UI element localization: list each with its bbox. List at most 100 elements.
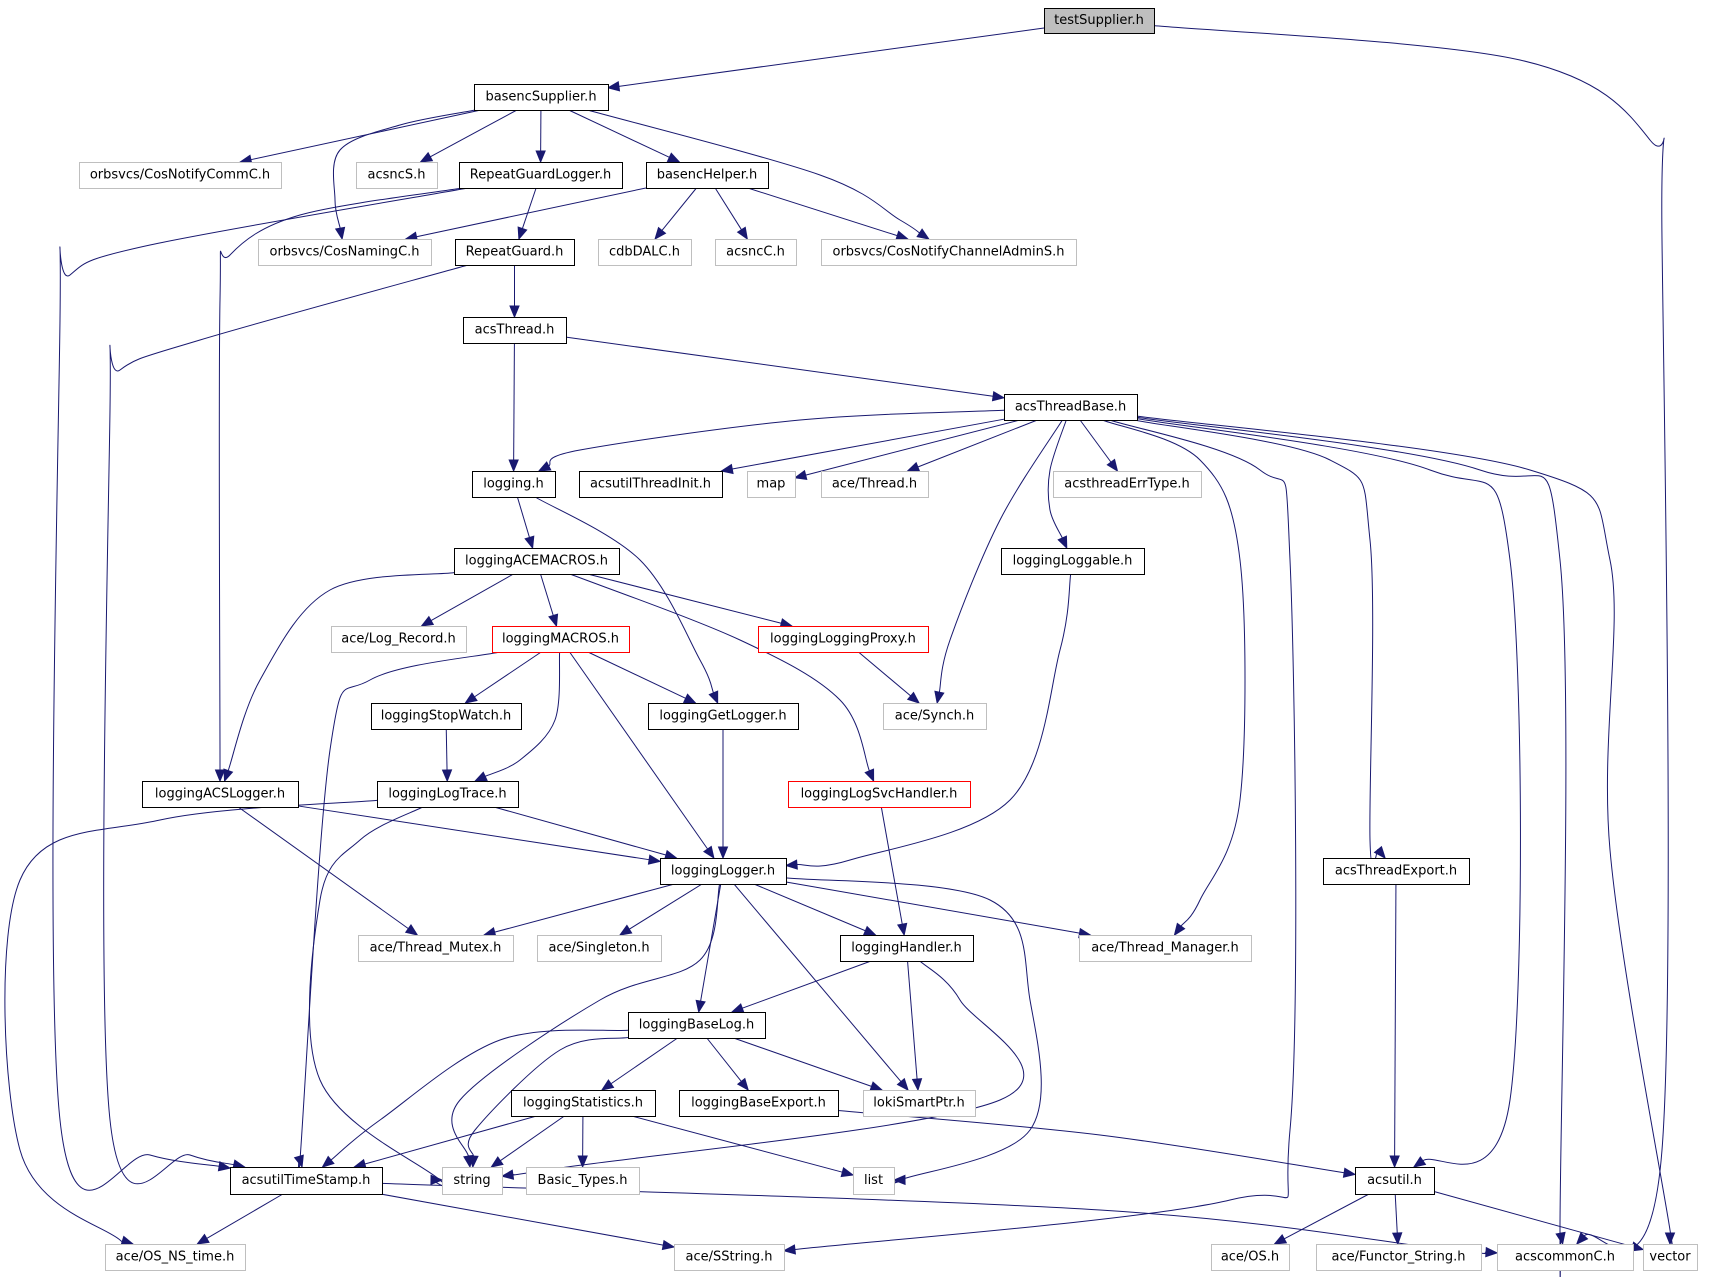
node-CosNotifyCommC[interactable]: orbsvcs/CosNotifyCommC.h: [79, 162, 282, 189]
node-aceSingleton[interactable]: ace/Singleton.h: [537, 935, 662, 962]
node-cdbDALC[interactable]: cdbDALC.h: [598, 239, 692, 266]
node-box[interactable]: [674, 1244, 785, 1271]
node-loggingLogTrace[interactable]: loggingLogTrace.h: [377, 781, 519, 808]
node-loggingGetLogger[interactable]: loggingGetLogger.h: [648, 703, 799, 730]
node-loggingStopWatch[interactable]: loggingStopWatch.h: [371, 703, 522, 730]
node-box[interactable]: [142, 781, 299, 808]
node-CosNotifyChannelAdminS[interactable]: orbsvcs/CosNotifyChannelAdminS.h: [821, 239, 1077, 266]
node-box[interactable]: [526, 1167, 640, 1195]
node-box[interactable]: [454, 548, 620, 575]
node-box[interactable]: [472, 471, 556, 498]
node-box[interactable]: [1355, 1167, 1435, 1195]
node-box[interactable]: [579, 471, 723, 498]
node-box[interactable]: [863, 1090, 976, 1117]
node-box[interactable]: [1044, 8, 1155, 34]
node-box[interactable]: [715, 239, 797, 266]
node-loggingHandler[interactable]: loggingHandler.h: [840, 935, 974, 962]
node-box[interactable]: [331, 626, 467, 653]
node-logging[interactable]: logging.h: [472, 471, 556, 498]
node-box[interactable]: [455, 239, 575, 266]
node-aceThread[interactable]: ace/Thread.h: [821, 471, 929, 498]
node-box[interactable]: [788, 781, 971, 808]
node-box[interactable]: [105, 1244, 246, 1271]
node-box[interactable]: [679, 1090, 839, 1117]
node-box[interactable]: [377, 781, 519, 808]
node-aceOSNStime[interactable]: ace/OS_NS_time.h: [105, 1244, 246, 1271]
node-box[interactable]: [758, 626, 929, 653]
node-box[interactable]: [356, 162, 438, 189]
node-box[interactable]: [492, 626, 630, 653]
node-loggingLoggingProxy[interactable]: loggingLoggingProxy.h: [758, 626, 929, 653]
node-acsThreadBase[interactable]: acsThreadBase.h: [1004, 394, 1138, 421]
node-loggingBaseLog[interactable]: loggingBaseLog.h: [628, 1012, 766, 1039]
node-loggingStatistics[interactable]: loggingStatistics.h: [511, 1090, 656, 1117]
node-vector[interactable]: vector: [1643, 1244, 1698, 1271]
node-loggingLogger[interactable]: loggingLogger.h: [660, 858, 787, 885]
node-acsthreadErrType[interactable]: acsthreadErrType.h: [1053, 471, 1202, 498]
node-box[interactable]: [1211, 1244, 1290, 1271]
node-acsutil[interactable]: acsutil.h: [1355, 1167, 1435, 1195]
node-box[interactable]: [1053, 471, 1202, 498]
node-acsutilThreadInit[interactable]: acsutilThreadInit.h: [579, 471, 723, 498]
node-acsncC[interactable]: acsncC.h: [715, 239, 797, 266]
node-box[interactable]: [537, 935, 662, 962]
node-list[interactable]: list: [853, 1167, 895, 1195]
node-box[interactable]: [442, 1167, 503, 1195]
node-aceSString[interactable]: ace/SString.h: [674, 1244, 785, 1271]
node-box[interactable]: [1001, 548, 1145, 575]
node-acsutilTimeStamp[interactable]: acsutilTimeStamp.h: [230, 1167, 383, 1195]
node-box[interactable]: [1643, 1244, 1698, 1271]
node-basencHelper[interactable]: basencHelper.h: [646, 162, 769, 189]
node-box[interactable]: [1323, 858, 1470, 885]
node-box[interactable]: [883, 703, 987, 730]
node-loggingLogSvcHandler[interactable]: loggingLogSvcHandler.h: [788, 781, 971, 808]
node-acsncS[interactable]: acsncS.h: [356, 162, 438, 189]
node-box[interactable]: [853, 1167, 895, 1195]
node-box[interactable]: [628, 1012, 766, 1039]
node-box[interactable]: [1004, 394, 1138, 421]
node-box[interactable]: [648, 703, 799, 730]
node-box[interactable]: [747, 471, 796, 498]
node-box[interactable]: [358, 935, 514, 962]
node-box[interactable]: [474, 84, 609, 111]
node-aceThreadMutex[interactable]: ace/Thread_Mutex.h: [358, 935, 514, 962]
node-testSupplier[interactable]: testSupplier.h: [1044, 8, 1155, 34]
node-loggingLoggable[interactable]: loggingLoggable.h: [1001, 548, 1145, 575]
node-aceSynch[interactable]: ace/Synch.h: [883, 703, 987, 730]
node-loggingBaseExport[interactable]: loggingBaseExport.h: [679, 1090, 839, 1117]
node-box[interactable]: [79, 162, 282, 189]
node-aceOS[interactable]: ace/OS.h: [1211, 1244, 1290, 1271]
node-box[interactable]: [258, 239, 432, 266]
node-box[interactable]: [821, 471, 929, 498]
node-acsThreadExport[interactable]: acsThreadExport.h: [1323, 858, 1470, 885]
node-CosNamingC[interactable]: orbsvcs/CosNamingC.h: [258, 239, 432, 266]
node-box[interactable]: [230, 1167, 383, 1195]
node-box[interactable]: [1316, 1244, 1482, 1271]
node-aceThreadManager[interactable]: ace/Thread_Manager.h: [1079, 935, 1252, 962]
node-box[interactable]: [1079, 935, 1252, 962]
node-loggingACEMACROS[interactable]: loggingACEMACROS.h: [454, 548, 620, 575]
node-box[interactable]: [598, 239, 692, 266]
node-loggingACSLogger[interactable]: loggingACSLogger.h: [142, 781, 299, 808]
node-aceFunctorString[interactable]: ace/Functor_String.h: [1316, 1244, 1482, 1271]
node-acsThread[interactable]: acsThread.h: [463, 317, 567, 344]
node-box[interactable]: [840, 935, 974, 962]
node-map[interactable]: map: [747, 471, 796, 498]
node-RepeatGuardLogger[interactable]: RepeatGuardLogger.h: [459, 162, 623, 189]
node-basencSupplier[interactable]: basencSupplier.h: [474, 84, 609, 111]
node-box[interactable]: [463, 317, 567, 344]
node-BasicTypes[interactable]: Basic_Types.h: [526, 1167, 640, 1195]
node-box[interactable]: [511, 1090, 656, 1117]
node-box[interactable]: [646, 162, 769, 189]
node-box[interactable]: [821, 239, 1077, 266]
node-box[interactable]: [1497, 1244, 1634, 1271]
node-string[interactable]: string: [442, 1167, 503, 1195]
node-lokiSmartPtr[interactable]: lokiSmartPtr.h: [863, 1090, 976, 1117]
node-RepeatGuard[interactable]: RepeatGuard.h: [455, 239, 575, 266]
node-box[interactable]: [371, 703, 522, 730]
node-box[interactable]: [459, 162, 623, 189]
node-loggingMACROS[interactable]: loggingMACROS.h: [492, 626, 630, 653]
node-box[interactable]: [660, 858, 787, 885]
node-acscommonC[interactable]: acscommonC.h: [1497, 1244, 1634, 1271]
node-aceLogRecord[interactable]: ace/Log_Record.h: [331, 626, 467, 653]
